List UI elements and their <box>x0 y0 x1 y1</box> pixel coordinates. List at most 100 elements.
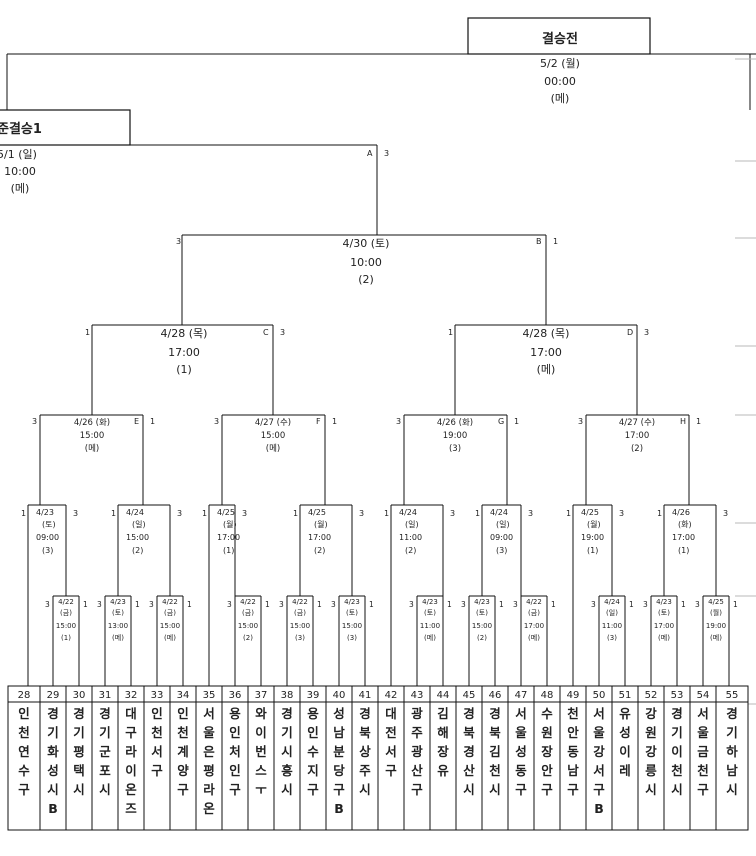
round3-game-2-time: 15:00 <box>126 533 149 542</box>
game-b-date: 4/30 (토) <box>343 237 390 250</box>
team-name-char: 울 <box>203 725 215 740</box>
team-name-char: 와 <box>255 706 267 721</box>
team-name-char: 은 <box>203 744 215 759</box>
game-h-left-score: 3 <box>578 417 583 426</box>
team-number: 35 <box>203 690 216 701</box>
semi1-title-box <box>0 109 131 146</box>
round4-game-5-date: 4/22 <box>292 598 308 606</box>
game-g-venue: (3) <box>449 444 461 454</box>
round4-game-11-time: 17:00 <box>654 622 674 630</box>
round4-game-3-venue: (메) <box>164 634 176 642</box>
team-name-char: 이 <box>671 744 683 759</box>
team-name-char: 경 <box>489 706 501 721</box>
team-number: 41 <box>359 690 372 701</box>
game-h-marker: H <box>680 417 686 426</box>
round3-game-7-venue: (1) <box>587 546 598 555</box>
round4-game-12-time: 19:00 <box>706 622 726 630</box>
team-number: 49 <box>567 690 580 701</box>
round3-game-4-venue: (2) <box>314 546 325 555</box>
game-b-left-score: 3 <box>176 237 181 246</box>
round3-game-6-day: (일) <box>496 520 510 529</box>
game-c-time: 17:00 <box>168 346 200 359</box>
team-name-char: 북 <box>489 725 501 740</box>
team-name-char: 금 <box>697 744 709 759</box>
round3-game-1-time: 09:00 <box>36 533 59 542</box>
team-name-char: 강 <box>645 706 657 721</box>
team-name-char: 울 <box>515 725 527 740</box>
game-g-marker: G <box>498 417 504 426</box>
team-name-char: 서 <box>385 744 397 759</box>
team-name-char: 원 <box>541 725 553 740</box>
bracket-lines <box>6 53 756 705</box>
game-b-time: 10:00 <box>350 256 382 269</box>
round3-game-8-day: (화) <box>678 520 692 529</box>
round3-game-5-left-score: 1 <box>384 509 389 518</box>
game-f-left-score: 3 <box>214 417 219 426</box>
team-name-char: 용 <box>229 706 241 721</box>
round3-game-3-day: (월) <box>223 519 237 529</box>
round3-game-6-time: 09:00 <box>490 533 513 542</box>
team-name-char: 산 <box>411 763 423 778</box>
round4-game-11-day: (토) <box>658 609 670 617</box>
team-name-char: 구 <box>567 782 579 797</box>
round3-game-1-date: 4/23 <box>36 508 54 517</box>
round4-game-9-right-score: 1 <box>551 600 556 609</box>
round4-game-2-date: 4/23 <box>110 598 126 606</box>
team-name-char: B <box>48 801 58 816</box>
round3-game-4-right-score: 3 <box>359 509 364 518</box>
team-name-char: 대 <box>385 706 397 721</box>
round4-game-1-venue: (1) <box>61 634 71 642</box>
round4-game-4-date: 4/22 <box>240 598 256 606</box>
team-name-char: 기 <box>726 725 738 740</box>
team-name-char: 시 <box>671 782 683 797</box>
team-name-char: 경 <box>671 706 683 721</box>
round4-game-7-venue: (메) <box>424 634 436 642</box>
round3-game-4-day: (월) <box>314 519 328 529</box>
game-d-venue: (메) <box>537 363 556 376</box>
round3-game-8-date: 4/26 <box>672 508 690 517</box>
team-name-char: 구 <box>515 782 527 797</box>
team-name-char: 이 <box>619 744 631 759</box>
team-name-char: 기 <box>671 725 683 740</box>
team-number: 55 <box>726 690 739 701</box>
round4-game-6-time: 15:00 <box>342 622 362 630</box>
team-name-char: 라 <box>203 782 215 797</box>
game-b-marker: B <box>536 237 542 246</box>
round4-game-7-day: (토) <box>424 609 436 617</box>
game-g-date: 4/26 (화) <box>437 418 473 428</box>
team-name-char: 김 <box>437 706 449 721</box>
round4-game-3-day: (금) <box>164 609 176 617</box>
team-name-char: 천 <box>18 725 30 740</box>
round3-game-8-left-score: 1 <box>657 509 662 518</box>
round4-game-8-right-score: 1 <box>499 600 504 609</box>
round4-game-4-time: 15:00 <box>238 622 258 630</box>
game-h-time: 17:00 <box>625 431 650 441</box>
team-number: 31 <box>99 690 112 701</box>
team-name-char: 서 <box>151 744 163 759</box>
round4-game-7-left-score: 3 <box>409 600 414 609</box>
game-e-left-score: 3 <box>32 417 37 426</box>
team-name-char: 강 <box>645 744 657 759</box>
team-name-char: 천 <box>671 763 683 778</box>
round3-game-6-right-score: 3 <box>528 509 533 518</box>
round3-game-8-right-score: 3 <box>723 509 728 518</box>
team-name-char: 안 <box>567 725 579 740</box>
team-number: 33 <box>151 690 164 701</box>
round3-game-6-venue: (3) <box>496 546 507 555</box>
team-table: 28인천연수구29경기화성시B30경기평택시31경기군포시32대구라이온즈33인… <box>7 685 749 831</box>
semi1-score-right: 3 <box>384 149 389 158</box>
team-name-char: 전 <box>385 725 397 740</box>
team-name-char: 장 <box>541 744 553 759</box>
round4-game-8-day: (토) <box>476 609 488 617</box>
game-c-date: 4/28 (목) <box>161 327 208 340</box>
team-number: 39 <box>307 690 320 701</box>
